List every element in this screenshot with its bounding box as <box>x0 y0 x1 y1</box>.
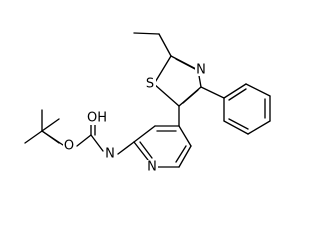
bond-pyridine-6 <box>133 125 156 143</box>
bond-tbu-1 <box>41 118 60 132</box>
bond-c-n <box>90 134 104 152</box>
carbamate-oh-bg <box>87 111 107 125</box>
bond-pyridine-4 <box>178 125 192 147</box>
bond-pyridine-3 <box>178 145 192 168</box>
chemical-structure-diagram: S N OH O N N <box>24 32 271 175</box>
thiazole-s-bg <box>144 77 156 91</box>
bond-phenyl-2 <box>245 83 271 97</box>
bond-tbu-2 <box>24 130 43 144</box>
bond-ethyl-2 <box>133 32 160 35</box>
bond-thiazole-1 <box>153 83 180 107</box>
amide-n-bg <box>104 147 116 161</box>
bond-thiazole-2 <box>153 55 172 85</box>
amide-nitrogen-label: N <box>105 147 115 162</box>
bond-ethyl-1 <box>158 33 172 57</box>
bond-pyridine-1 <box>133 141 149 161</box>
bond-phenyl-5 <box>223 120 249 135</box>
bond-thiazole-double-1 <box>175 58 198 71</box>
bond-phenyl-double-3 <box>228 118 249 130</box>
bond-pyridine-double-1 <box>139 141 153 159</box>
bond-phenyl-link <box>200 86 225 99</box>
carbamate-o-bg <box>63 139 75 153</box>
bond-thiazole-double-2 <box>182 89 199 104</box>
chemical-structure-canvas: S N OH O N N <box>24 32 271 175</box>
bond-phenyl-4 <box>247 120 271 135</box>
thiazole-sulfur-label: S <box>146 77 154 92</box>
thiazole-nitrogen-label: N <box>196 63 206 78</box>
bond-phenyl-1 <box>223 83 247 99</box>
atom-labels: S N OH O N N <box>63 62 207 175</box>
thiazole-n-bg <box>195 62 207 76</box>
bond-n-pyridine <box>117 141 135 155</box>
bond-pyridine-double-2 <box>175 145 187 163</box>
carbamate-oxygen-label: O <box>64 139 74 154</box>
bond-phenyl-double-1 <box>228 88 247 101</box>
molecule-bonds <box>24 32 271 168</box>
pyridine-nitrogen-label: N <box>147 160 157 175</box>
bond-tbu-o <box>41 130 64 146</box>
pyridine-n-bg <box>146 160 158 174</box>
carbamate-oh-label: OH <box>87 111 107 126</box>
bond-o-c <box>76 134 92 147</box>
